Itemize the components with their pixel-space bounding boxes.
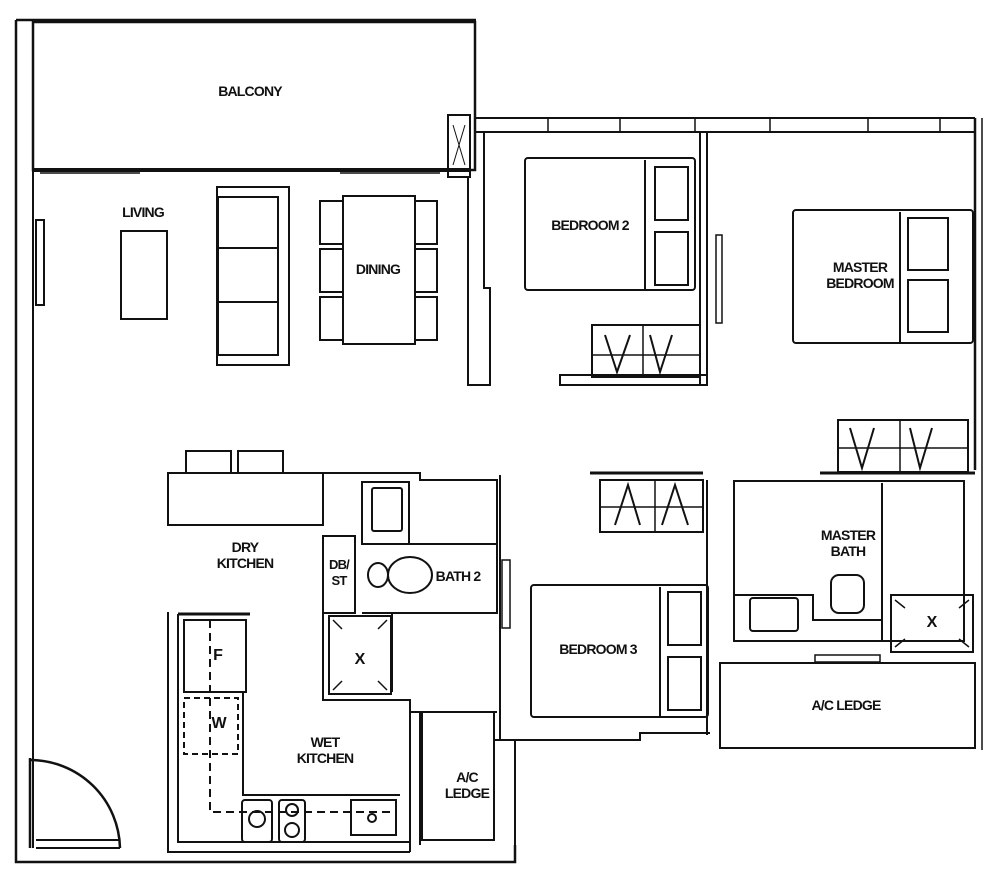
coffee-table <box>120 230 168 320</box>
room-label-dining: DINING <box>355 261 401 277</box>
washer-label: W <box>211 715 227 732</box>
room-label-wet-kitchen: WET KITCHEN <box>296 734 354 766</box>
ac-ledge-bottom <box>421 711 495 841</box>
shower-master <box>890 594 974 653</box>
bed-bedroom3 <box>530 584 709 718</box>
kitchen-sink <box>350 799 397 836</box>
room-label-dry-kitchen: DRY KITCHEN <box>216 539 274 571</box>
room-label-master-bath: MASTER BATH <box>820 527 876 559</box>
bed-master <box>792 209 974 344</box>
room-label-living: LIVING <box>122 204 165 220</box>
room-label-bedroom2: BEDROOM 2 <box>551 217 629 233</box>
db-st-closet <box>322 535 356 614</box>
room-label-master-bedroom: MASTER BEDROOM <box>826 259 894 291</box>
dry-kitchen-counter <box>167 472 324 526</box>
bed-bedroom2 <box>524 157 696 291</box>
master-bath-outline <box>733 480 965 642</box>
toilet <box>387 556 433 594</box>
stove-burner-1 <box>241 799 273 843</box>
stove-burner-2 <box>278 799 306 843</box>
wardrobe-bedroom2 <box>591 324 701 378</box>
washer <box>183 697 239 755</box>
wardrobe-master <box>837 419 969 473</box>
room-label-ac-ledge-right: A/C LEDGE <box>811 697 881 713</box>
ac-ledge-right <box>719 662 976 749</box>
toilet-master <box>830 574 865 614</box>
room-label-ac-ledge-bottom: A/C LEDGE <box>444 769 490 801</box>
room-label-bedroom3: BEDROOM 3 <box>559 641 637 657</box>
fridge <box>183 619 247 693</box>
shower-bath2-label: X <box>354 651 366 668</box>
room-label-bath2: BATH 2 <box>435 568 482 584</box>
shower-master-label: X <box>926 614 938 631</box>
room-label-balcony: BALCONY <box>218 83 282 99</box>
outer-wall <box>14 20 517 864</box>
wardrobe-bedroom3 <box>599 479 704 533</box>
entrance-door-swing <box>29 758 122 849</box>
room-label-db-st: DB/ ST <box>329 557 350 588</box>
fridge-label: F <box>213 647 223 664</box>
